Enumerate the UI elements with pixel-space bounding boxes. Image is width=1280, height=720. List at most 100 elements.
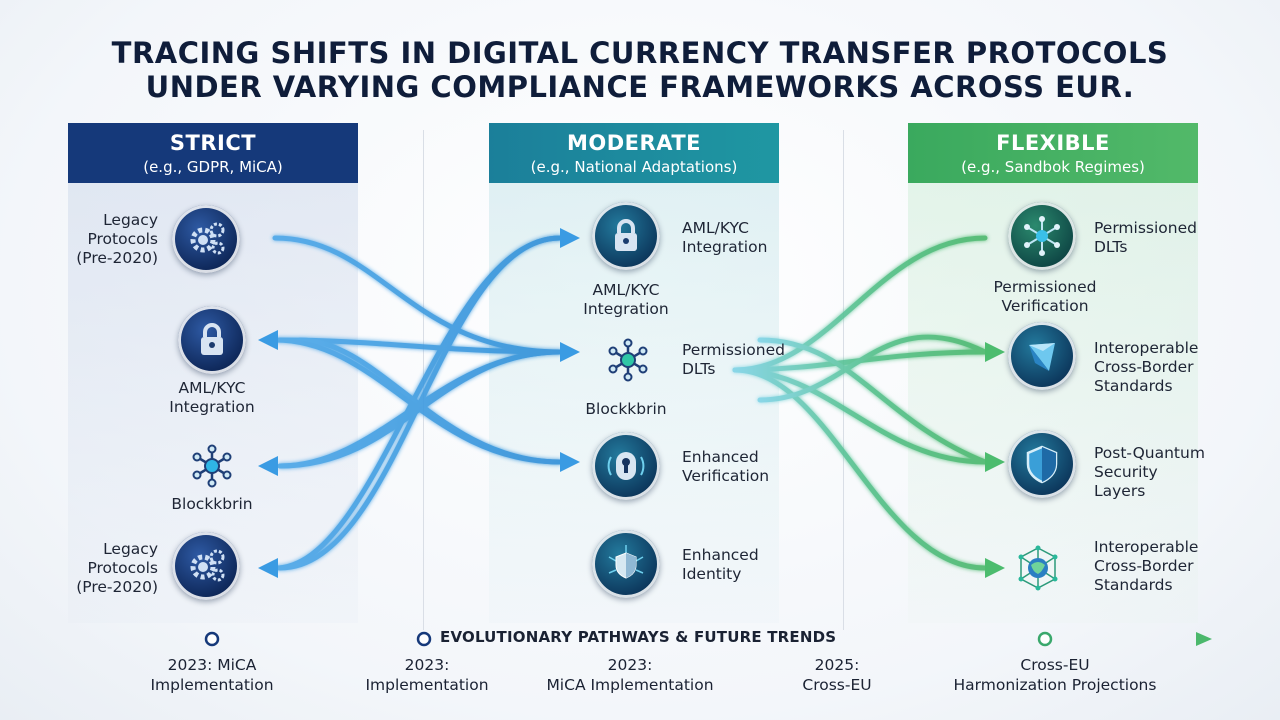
flexible-header-title: FLEXIBLE [996,131,1110,155]
padlock-icon [592,202,660,270]
timeline-arrowhead [1196,632,1212,646]
flexible-node-4-label: Interoperable Cross-Border Standards [1094,538,1234,595]
label-line: Integration [682,238,768,256]
moderate-header: MODERATE (e.g., National Adaptations) [489,123,779,183]
arrowhead [985,452,1005,472]
label-line: Permissioned [682,341,785,359]
green-arrowheads [985,342,1005,578]
globe-network-icon [1004,534,1072,602]
label-line: Enhanced [682,448,759,466]
column-divider [843,130,844,630]
label-line: Integration [583,300,669,318]
label-line: (Pre-2020) [76,578,158,596]
moderate-node-4-label: Enhanced Identity [682,546,812,584]
label-line: Verification [1001,297,1089,315]
timeline-entry-line1: 2025: [814,656,860,674]
timeline-entry-line1: 2023: [607,656,653,674]
network-icon [594,326,662,394]
timeline-entry-line2: MiCA Implementation [546,676,714,694]
flexible-node-3-label: Post-Quantum Security Layers [1094,444,1234,501]
gears-icon [172,532,240,600]
crystal-icon [1008,322,1076,390]
label-line: Integration [169,398,255,416]
timeline-entry-line2: Implementation [150,676,274,694]
page-title-line2: UNDER VARYING COMPLIANCE FRAMEWORKS ACRO… [145,70,1135,104]
flexible-header-subtitle: (e.g., Sandbok Regimes) [961,158,1145,176]
shield-network-icon [592,530,660,598]
timeline-marker [1037,631,1053,647]
timeline-entry: 2023: MiCA Implementation [132,655,292,695]
label-line: Enhanced [682,546,759,564]
strict-node-1-label: Legacy Protocols (Pre-2020) [58,211,158,268]
label-line: Legacy [103,540,158,558]
timeline-entry-line2: Cross-EU [802,676,872,694]
timeline-entry-line1: Cross-EU [1020,656,1090,674]
flow-mod-to-flex-permissioned [732,235,988,373]
flow-mod-to-flex-cross2 [757,337,988,465]
moderate-header-subtitle: (e.g., National Adaptations) [530,158,738,176]
flexible-node-1-label: Permissioned DLTs [1094,219,1224,257]
flow-blockchain-to-moderate-permissioned [277,349,563,469]
strict-node-4-label: Legacy Protocols (Pre-2020) [58,540,158,597]
moderate-node-1-label: AML/KYC Integration [682,219,812,257]
gears-icon [172,205,240,273]
arrowhead [258,558,278,578]
label-line: Security [1094,463,1158,481]
timeline-entry: 2023: MiCA Implementation [535,655,725,695]
arrowhead [985,342,1005,362]
flow-legacy-to-permissioned [272,235,563,355]
flow-mod-to-flex-interop2 [732,367,988,571]
label-line: Standards [1094,576,1173,594]
label-line: Verification [682,467,770,485]
label-line: Blockkbrin [171,495,253,513]
label-line: (Pre-2020) [76,249,158,267]
moderate-node-1-sublabel: AML/KYC Integration [566,281,686,319]
label-line: Blockkbrin [585,400,667,418]
label-line: Standards [1094,377,1173,395]
label-line: Permissioned [1094,219,1197,237]
label-line: DLTs [682,360,716,378]
arrowhead [258,456,278,476]
arrowhead [560,452,580,472]
timeline-heading: EVOLUTIONARY PATHWAYS & FUTURE TRENDS [440,628,837,646]
flow-mod-to-flex-pq [732,367,988,465]
timeline-entry: 2025: Cross-EU [782,655,892,695]
timeline-entry-line2: Harmonization Projections [953,676,1157,694]
moderate-header-title: MODERATE [567,131,701,155]
label-line: Protocols [87,559,158,577]
label-line: Permissioned [993,278,1097,296]
flexible-node-1-sublabel: Permissioned Verification [976,278,1114,316]
strict-node-3-label: Blockkbrin [150,495,274,514]
moderate-node-3-label: Enhanced Verification [682,448,812,486]
arrowhead [258,330,278,350]
arrowhead [985,558,1005,578]
label-line: Interoperable [1094,339,1199,357]
timeline-marker [416,631,432,647]
timeline-marker [204,631,220,647]
label-line: Cross-Border [1094,358,1194,376]
label-line: Legacy [103,211,158,229]
arrowhead [560,342,580,362]
page-title-line1: TRACING SHIFTS IN DIGITAL CURRENCY TRANS… [111,36,1169,70]
label-line: Post-Quantum [1094,444,1205,462]
keyhole-icon [592,432,660,500]
label-line: Layers [1094,482,1146,500]
timeline-entry-line1: 2023: [404,656,450,674]
moderate-node-2-label: Permissioned DLTs [682,341,812,379]
arrowhead [560,228,580,248]
label-line: AML/KYC [682,219,749,237]
network-icon [178,432,246,500]
blue-arrowheads [258,228,580,578]
label-line: Protocols [87,230,158,248]
timeline-entry-line1: 2023: MiCA [167,656,257,674]
shield-icon [1008,430,1076,498]
flow-strict-aml-to-verify [272,337,563,465]
flexible-node-2-label: Interoperable Cross-Border Standards [1094,339,1234,396]
timeline-entry: 2023: Implementation [352,655,502,695]
timeline-entry: Cross-EU Harmonization Projections [935,655,1175,695]
label-line: Identity [682,565,742,583]
moderate-node-2-sublabel: Blockkbrin [566,400,686,419]
label-line: AML/KYC [178,379,246,397]
